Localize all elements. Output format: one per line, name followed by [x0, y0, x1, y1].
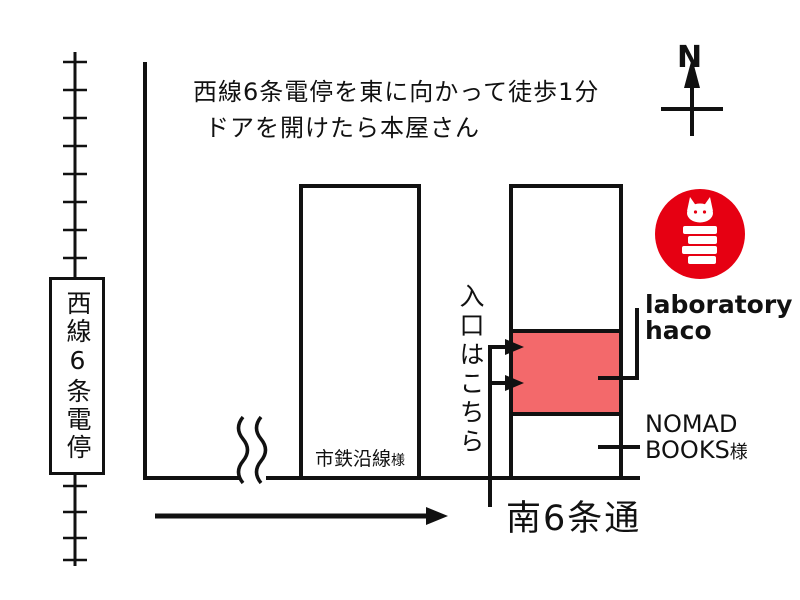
- building-shitetsu-label-main: 市鉄沿線: [314, 448, 391, 470]
- laboratory-haco-highlight: [509, 329, 623, 416]
- entrance-label: 入口はこちら: [456, 283, 485, 457]
- neighbor-name-line-2: BOOKS様: [645, 435, 748, 464]
- laboratory-haco-logo: [655, 189, 745, 279]
- building-shitetsu-label: 市鉄沿線様: [301, 444, 419, 471]
- tram-stop-label: 西線6条電停: [63, 290, 92, 462]
- walking-direction-arrow: [155, 507, 448, 525]
- neighbor-name-line-1: NOMAD: [645, 410, 738, 438]
- railway-ticks: [63, 60, 87, 562]
- shop-name: laboratory haco: [645, 292, 792, 344]
- road-break-squiggle: [236, 415, 268, 486]
- building-shitetsu-label-suffix: 様: [391, 453, 405, 469]
- building-shitetsu: [299, 184, 421, 480]
- road: [143, 62, 640, 480]
- compass-icon: [661, 58, 723, 136]
- logo-books-icon: [682, 226, 717, 264]
- tram-stop-box: 西線6条電停: [49, 277, 105, 475]
- directions-line-1: 西線6条電停を東に向かって徒歩1分: [193, 78, 600, 106]
- shop-name-line-2: haco: [645, 316, 712, 345]
- shop-name-line-1: laboratory: [645, 290, 793, 319]
- directions-line-2: ドアを開けたら本屋さん: [205, 114, 480, 142]
- street-label: 南6条通: [506, 499, 642, 539]
- neighbor-name-line-2-main: BOOKS: [645, 435, 730, 464]
- logo-cat-icon: [687, 197, 713, 223]
- shop-connector-line: [598, 308, 639, 380]
- neighbor-name-line-2-suffix: 様: [729, 441, 748, 463]
- entrance-pointer: [488, 339, 524, 507]
- neighbor-shop-name: NOMAD BOOKS様: [645, 410, 748, 464]
- compass-north-label: N: [677, 40, 703, 75]
